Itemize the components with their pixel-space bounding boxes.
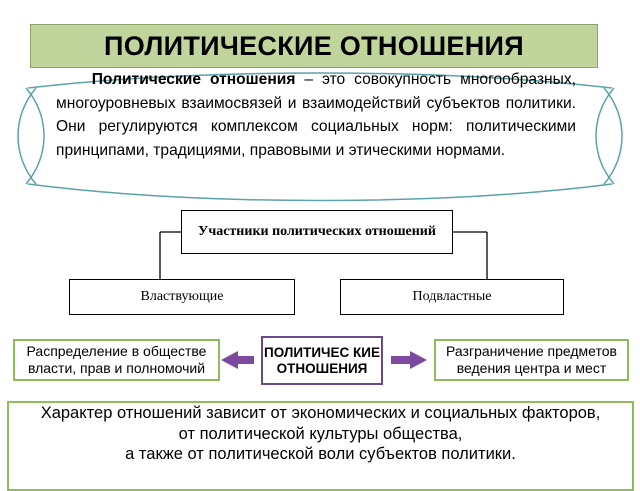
rulers-box: Властвующие	[69, 279, 295, 315]
deco-right-bracket-2	[603, 87, 623, 185]
subjects-box: Подвластные	[340, 279, 564, 315]
definition-term: Политические отношения	[91, 71, 296, 88]
political-relations-label: ПОЛИТИЧЕС КИЕ ОТНОШЕНИЯ	[264, 345, 380, 376]
deco-curve-top	[27, 72, 613, 89]
page-title: ПОЛИТИЧЕСКИЕ ОТНОШЕНИЯ	[104, 30, 524, 61]
arrow-right	[391, 351, 427, 369]
arrow-left	[221, 351, 254, 369]
rulers-label: Властвующие	[140, 289, 224, 304]
conclusion-line-2: от политической культуры общества,	[178, 424, 463, 443]
conclusion-line-3: а также от политической воли субъектов п…	[125, 445, 516, 463]
deco-left-bracket-2	[17, 87, 37, 185]
power-distribution-box: Распределение в обществе власти, прав и …	[13, 339, 220, 381]
deco-left-bracket	[25, 87, 45, 185]
deco-curve-bottom	[27, 183, 613, 202]
power-distribution-label: Распределение в обществе власти, прав и …	[26, 343, 207, 376]
jurisdiction-box: Разграничение предметов ведения центра и…	[434, 339, 629, 381]
conclusion-box: Характер отношений зависит от экономичес…	[7, 401, 634, 491]
political-relations-box: ПОЛИТИЧЕС КИЕ ОТНОШЕНИЯ	[261, 336, 383, 385]
subjects-label: Подвластные	[412, 289, 492, 304]
participants-box: Участники политических отношений	[181, 210, 453, 254]
definition-paragraph: Политические отношения – это совокупност…	[56, 68, 576, 162]
jurisdiction-label: Разграничение предметов ведения центра и…	[446, 343, 617, 376]
title-bar: ПОЛИТИЧЕСКИЕ ОТНОШЕНИЯ	[30, 24, 598, 68]
tree-connectors	[159, 231, 488, 369]
conclusion-line-1: Характер отношений зависит от экономичес…	[40, 404, 601, 422]
definition-text: – это совокупность многообразных, многоу…	[56, 71, 576, 159]
deco-right-bracket	[595, 87, 615, 185]
decorative-frame	[17, 72, 623, 202]
participants-label: Участники политических отношений	[198, 224, 436, 239]
